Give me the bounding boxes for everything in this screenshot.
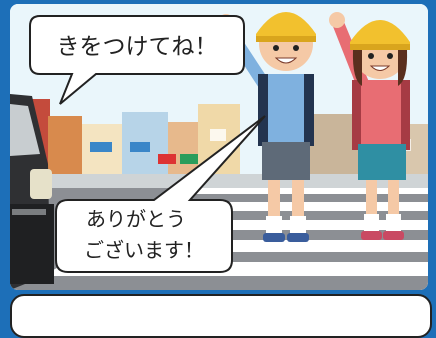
car [10, 94, 54, 290]
girl-illustration [329, 12, 410, 240]
bubble-bottom-line2: ございます！ [84, 238, 204, 262]
illustration-scene: きをつけてね！ ありがとう ございます！ [10, 4, 428, 290]
speech-bubble-bottom: ありがとう ございます！ [55, 115, 266, 273]
caption-panel [10, 294, 432, 338]
speech-bubble-top: きをつけてね！ [29, 15, 245, 105]
boy-illustration [218, 12, 316, 242]
bubble-bottom-line1: ありがとう [86, 207, 186, 231]
bubble-top-text: きをつけてね！ [57, 34, 218, 60]
scene-svg: きをつけてね！ ありがとう ございます！ [10, 4, 428, 290]
sidewalk [10, 174, 428, 188]
